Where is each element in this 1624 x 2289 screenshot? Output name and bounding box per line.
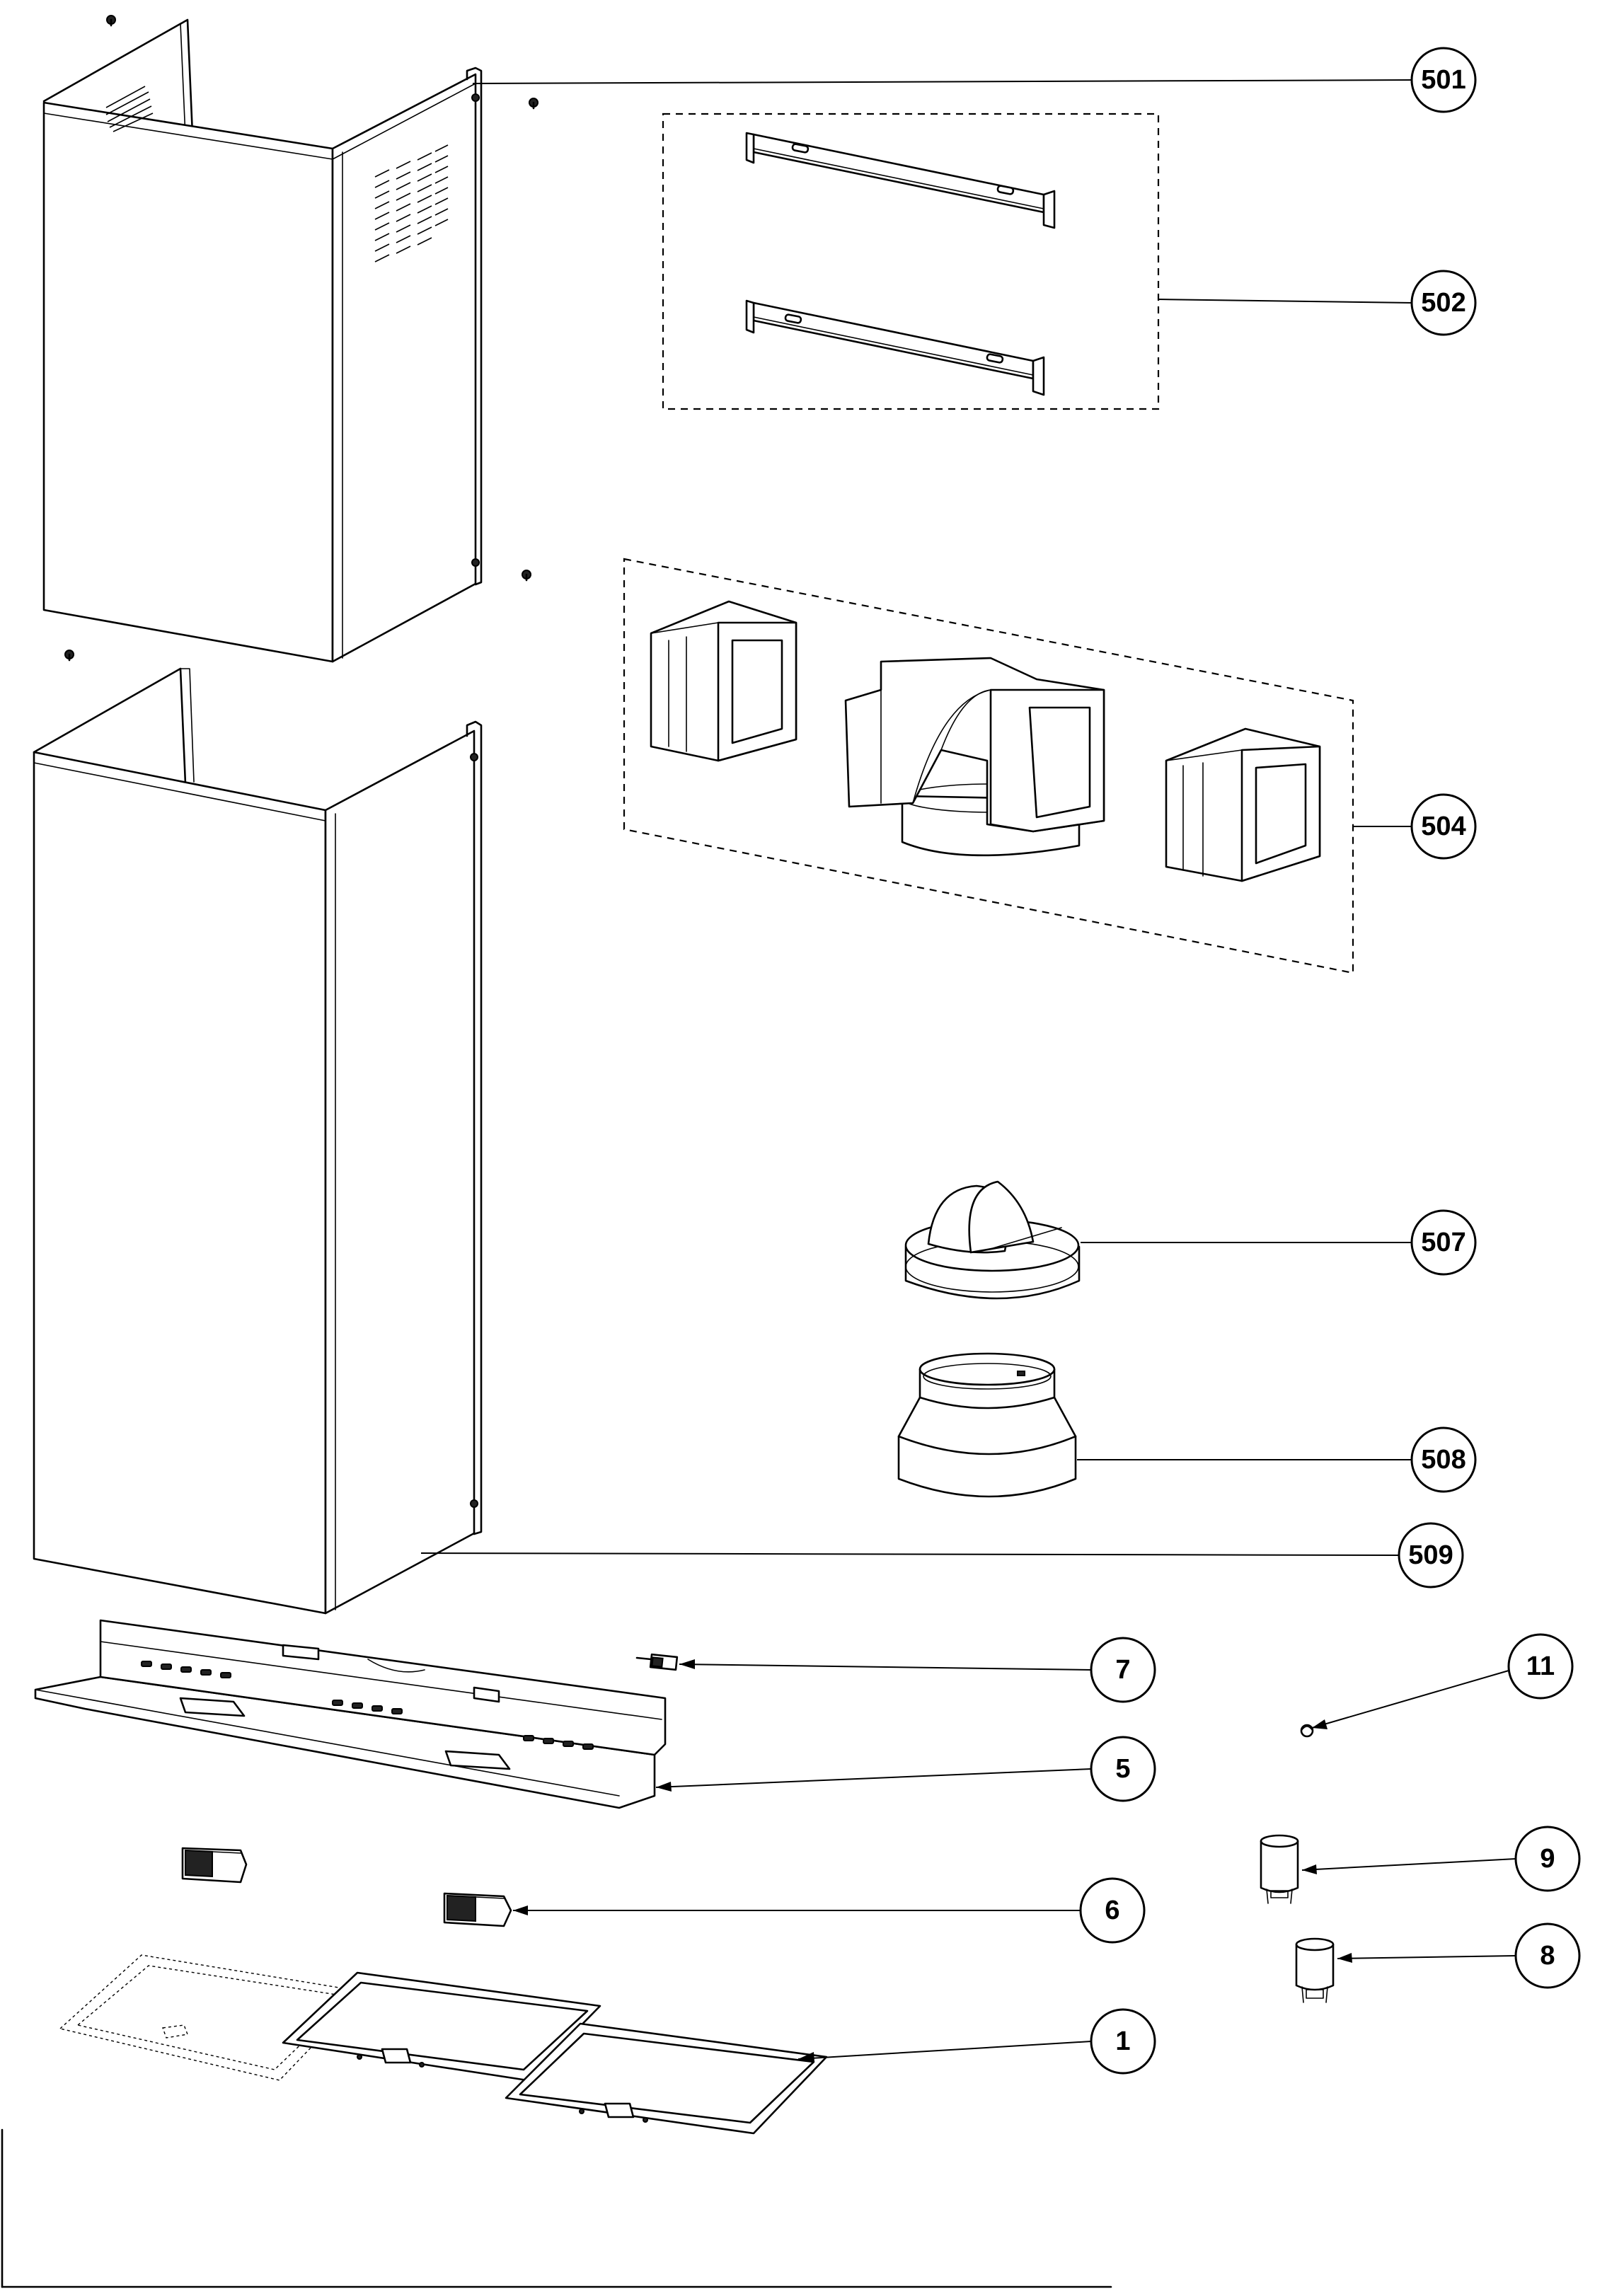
upper-chimney-cover-501 bbox=[42, 18, 483, 663]
slot-row bbox=[141, 1661, 594, 1750]
callout-509: 509 bbox=[1398, 1522, 1464, 1589]
callout-label: 6 bbox=[1105, 1896, 1119, 1925]
callout-label: 509 bbox=[1408, 1540, 1453, 1570]
callout-1: 1 bbox=[1090, 2008, 1156, 2075]
lamp-holder-8 bbox=[1295, 1937, 1335, 2003]
callout-label: 9 bbox=[1540, 1844, 1555, 1874]
callout-label: 508 bbox=[1421, 1445, 1465, 1475]
connector-7 bbox=[635, 1653, 679, 1671]
callout-508: 508 bbox=[1410, 1426, 1477, 1493]
callout-label: 8 bbox=[1540, 1941, 1555, 1971]
non-return-valve-507 bbox=[904, 1180, 1081, 1300]
callout-label: 11 bbox=[1526, 1651, 1555, 1681]
callout-8: 8 bbox=[1514, 1922, 1581, 1989]
grease-filter-1 bbox=[505, 2022, 828, 2135]
screw bbox=[522, 570, 531, 582]
leader-lines bbox=[420, 79, 1516, 2060]
group-outline-504 bbox=[623, 558, 1354, 974]
callout-507: 507 bbox=[1410, 1209, 1477, 1276]
callout-9: 9 bbox=[1514, 1826, 1581, 1892]
callout-501: 501 bbox=[1410, 47, 1477, 113]
sheet-border bbox=[1, 2128, 1112, 2288]
callout-label: 1 bbox=[1115, 2026, 1130, 2056]
grease-filter-1 bbox=[282, 1971, 601, 2082]
callout-11: 11 bbox=[1507, 1633, 1574, 1700]
lamp-holder-9 bbox=[1260, 1834, 1299, 1904]
callout-label: 7 bbox=[1115, 1655, 1130, 1685]
callout-label: 507 bbox=[1421, 1228, 1465, 1257]
adapter-collar-508 bbox=[897, 1352, 1077, 1498]
rear-vents bbox=[105, 86, 154, 132]
callout-6: 6 bbox=[1079, 1877, 1146, 1944]
bracket bbox=[745, 299, 1045, 396]
y-piece-duct bbox=[844, 657, 1105, 857]
callout-label: 502 bbox=[1421, 288, 1465, 318]
callout-504: 504 bbox=[1410, 793, 1477, 860]
callout-7: 7 bbox=[1090, 1637, 1156, 1703]
filter-clip-6 bbox=[443, 1892, 512, 1927]
side-vents bbox=[374, 144, 449, 263]
rect-duct-left bbox=[650, 600, 797, 762]
bulb-11 bbox=[1300, 1724, 1314, 1738]
screw bbox=[529, 98, 539, 110]
mounting-plate-5 bbox=[34, 1619, 667, 1809]
callout-label: 5 bbox=[1115, 1754, 1130, 1784]
callout-5: 5 bbox=[1090, 1736, 1156, 1802]
brackets-502 bbox=[662, 113, 1160, 410]
screw-group bbox=[64, 15, 539, 662]
callout-label: 501 bbox=[1421, 65, 1465, 95]
group-outline-502 bbox=[662, 113, 1160, 410]
bracket bbox=[745, 132, 1056, 229]
callout-label: 504 bbox=[1421, 812, 1465, 841]
lower-chimney-cover-509 bbox=[33, 667, 483, 1615]
leader-arrowheads bbox=[513, 1659, 1352, 2062]
rect-duct-right bbox=[1165, 727, 1321, 882]
callout-502: 502 bbox=[1410, 270, 1477, 336]
filter-clip-6 bbox=[181, 1847, 248, 1884]
screw bbox=[64, 650, 74, 662]
duct-set-504 bbox=[623, 558, 1354, 974]
screw bbox=[106, 15, 116, 27]
